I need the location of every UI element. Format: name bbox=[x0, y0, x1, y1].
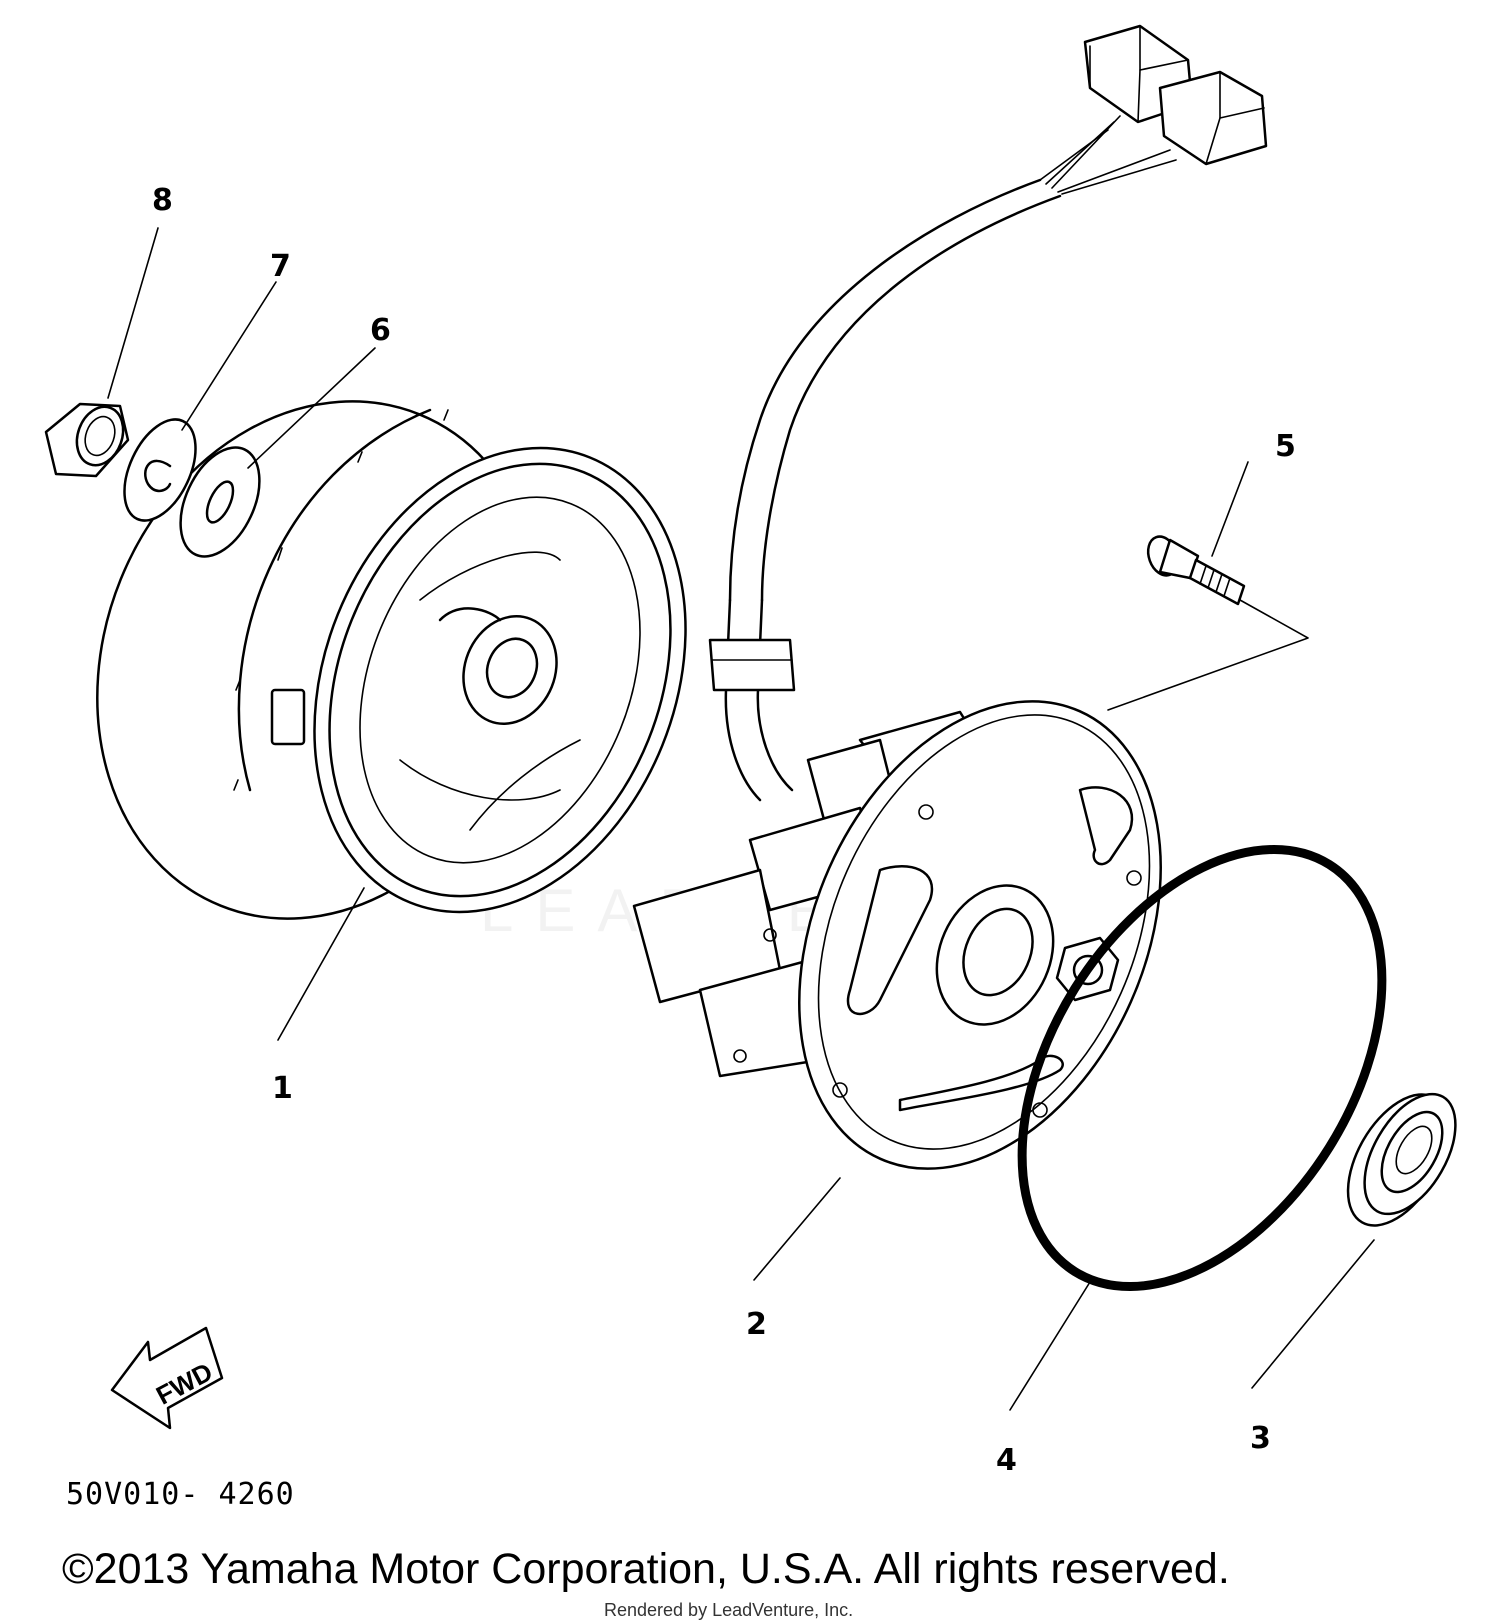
callout-5: 5 bbox=[1275, 429, 1296, 464]
leader-lines bbox=[107, 227, 1375, 1411]
callout-6: 6 bbox=[370, 313, 391, 348]
screw bbox=[1146, 535, 1246, 606]
wire-harness bbox=[708, 24, 1268, 802]
callout-8: 8 bbox=[152, 183, 173, 218]
copyright-notice: ©2013 Yamaha Motor Corporation, U.S.A. A… bbox=[62, 1545, 1230, 1593]
fwd-arrow-icon: FWD bbox=[110, 1326, 224, 1430]
callout-labels: 1 2 3 4 5 6 7 8 bbox=[152, 183, 1296, 1478]
callout-4: 4 bbox=[996, 1443, 1017, 1478]
callout-1: 1 bbox=[272, 1071, 293, 1106]
callout-2: 2 bbox=[746, 1307, 767, 1342]
oil-seal bbox=[1346, 1092, 1457, 1227]
washer bbox=[179, 446, 261, 558]
o-ring bbox=[1017, 844, 1387, 1292]
stator-assembly bbox=[632, 700, 1162, 1170]
render-credit: Rendered by LeadVenture, Inc. bbox=[604, 1600, 854, 1620]
nut bbox=[44, 402, 130, 478]
flywheel-rotor bbox=[96, 400, 687, 920]
callout-7: 7 bbox=[270, 249, 291, 284]
drawing-code: 50V010- 4260 bbox=[66, 1477, 295, 1512]
lock-washer bbox=[123, 418, 197, 522]
callout-3: 3 bbox=[1250, 1421, 1271, 1456]
